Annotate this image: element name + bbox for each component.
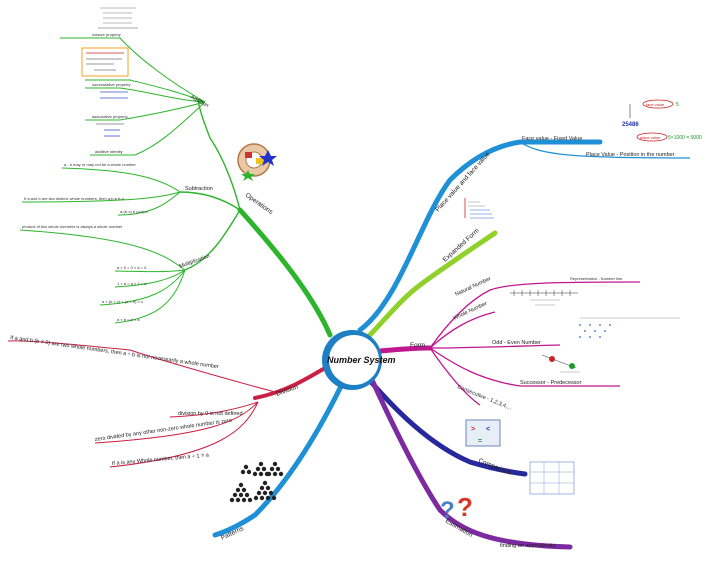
expanded-form-image	[464, 198, 494, 219]
comparison-icon: > < =	[465, 419, 501, 447]
svg-text:>: >	[471, 426, 475, 433]
multiplication-item-4: a × (b × c) = (a × b) × c	[102, 299, 143, 304]
svg-text:?: ?	[440, 497, 455, 524]
triangle-dot-patterns-image	[229, 461, 284, 503]
svg-text:place value: place value	[640, 135, 661, 140]
odd-even-image	[579, 317, 680, 338]
subtraction-item-2: If a and b are two distinct whole number…	[24, 196, 125, 201]
center-node[interactable]: Number System	[322, 330, 396, 390]
additive-identity-label: additive identity	[95, 149, 123, 154]
subtraction-label: Subtraction	[185, 186, 213, 192]
successor-predecessor-image	[541, 354, 580, 373]
whole-number-label: Whole Number	[452, 301, 488, 322]
associative-property-label: associative property	[92, 114, 128, 119]
division-branch[interactable]: Division If a and b (b ≠ 0) are two whol…	[7, 335, 332, 468]
place-example: 5×1000 = 5000	[668, 135, 702, 141]
multiplication-item-3: 1 × a = a × 1 = a	[117, 281, 147, 286]
multiplication-branch[interactable]: Multiplication product of two whole numb…	[19, 224, 211, 324]
svg-text:?: ?	[457, 492, 473, 522]
face-example: 5	[676, 102, 679, 108]
number-line-label: Representation - Number line	[570, 276, 623, 281]
closure-property-label: closure property	[92, 32, 121, 37]
estimation-item: finding an approximate	[500, 543, 556, 549]
division-item-1: If a and b (b ≠ 0) are two whole numbers…	[10, 335, 220, 370]
division-item-4: If a is any Whole number, then a ÷ 1 = a	[112, 452, 210, 467]
place-value-example-image: face value 5 25486 place value 5×1000 = …	[622, 99, 702, 142]
number-line-image	[510, 290, 578, 306]
multiplication-item-1: product of two whole numbers is always a…	[22, 224, 123, 229]
subtraction-item-1: a - b may or may not be a whole number	[64, 162, 136, 167]
form-label: Form	[410, 342, 425, 349]
commutative-property-label: commutative property	[92, 82, 130, 87]
multiplication-label: Multiplication	[179, 253, 211, 270]
division-item-2: division by 0 is not defined	[178, 411, 243, 417]
division-label: Division	[275, 383, 299, 397]
consecutive-label: Consecutive - 1,2,3,4,...	[456, 384, 513, 411]
multiplication-item-5: a × b = b × a	[117, 317, 140, 322]
place-value-branch[interactable]: Place value and face value Face value - …	[357, 136, 691, 333]
comparison-branch[interactable]: Comparison	[362, 372, 528, 477]
division-item-3: zero divided by any other non-zero whole…	[94, 418, 232, 443]
svg-text:=: =	[478, 438, 482, 445]
place-value-label: Place value and face value	[434, 151, 491, 214]
subtraction-item-3: a-(b-c) ≠ (a-b)-c	[120, 209, 148, 214]
odd-even-label: Odd - Even Number	[492, 340, 541, 346]
comparison-table-image	[529, 461, 575, 495]
example-number: 25486	[622, 122, 639, 128]
operations-branch[interactable]: Operations	[179, 99, 333, 338]
center-title: Number System	[327, 355, 396, 365]
subtraction-branch[interactable]: Subtraction a - b may or may not be a wh…	[21, 162, 213, 216]
successor-predecessor-label: Successor - Predecessor	[520, 380, 582, 386]
addition-formula-thumbnails	[81, 4, 142, 137]
natural-number-label: Natural Number	[454, 276, 492, 298]
place-value-position-label: Place Value - Position in the number	[586, 152, 675, 158]
patterns-branch[interactable]: Patterns	[212, 375, 348, 542]
multiplication-item-2: a × 0 = 0 × a = 0	[117, 265, 147, 270]
svg-text:face value: face value	[646, 102, 665, 107]
face-value-label: Face value - Fixed Value	[522, 136, 582, 142]
svg-text:<: <	[486, 426, 490, 433]
question-marks-icon: ? ?	[440, 492, 473, 524]
operations-label: Operations	[244, 192, 275, 216]
operations-icon	[237, 143, 277, 181]
